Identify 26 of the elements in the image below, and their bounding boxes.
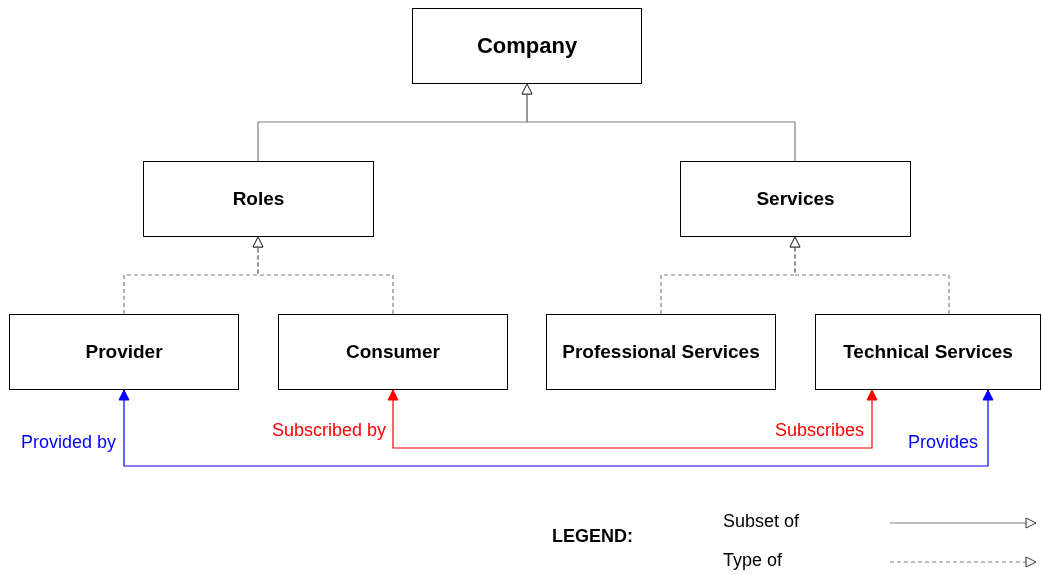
entity-box bbox=[143, 161, 374, 237]
connector-arrow bbox=[521, 83, 796, 162]
node-label: Technical Services bbox=[843, 339, 1013, 364]
entity-box bbox=[815, 314, 1041, 390]
node-label: Company bbox=[476, 31, 578, 60]
node-label: Services bbox=[756, 186, 835, 211]
node-label: Professional Services bbox=[562, 339, 760, 364]
edge-end-label: Subscribed by bbox=[272, 420, 387, 441]
entity-box bbox=[680, 161, 911, 237]
edge-end-label: Subscribes bbox=[775, 420, 865, 441]
entity-box bbox=[278, 314, 508, 390]
connector-arrow bbox=[118, 389, 994, 467]
edge-end-label: Provides bbox=[908, 432, 979, 453]
connector-arrow bbox=[252, 236, 394, 315]
connector-arrow bbox=[387, 389, 878, 449]
legend-label: Type of bbox=[723, 550, 783, 571]
node-label: Provider bbox=[85, 339, 163, 364]
entity-box bbox=[412, 8, 642, 84]
connector-arrow bbox=[789, 236, 950, 315]
entity-box bbox=[9, 314, 239, 390]
node-label: Consumer bbox=[346, 339, 440, 364]
edge-end-label: Provided by bbox=[21, 432, 117, 453]
legend-label: Subset of bbox=[723, 511, 800, 532]
legend-heading: LEGEND: bbox=[552, 526, 633, 547]
node-label: Roles bbox=[232, 186, 285, 211]
entity-box bbox=[546, 314, 776, 390]
